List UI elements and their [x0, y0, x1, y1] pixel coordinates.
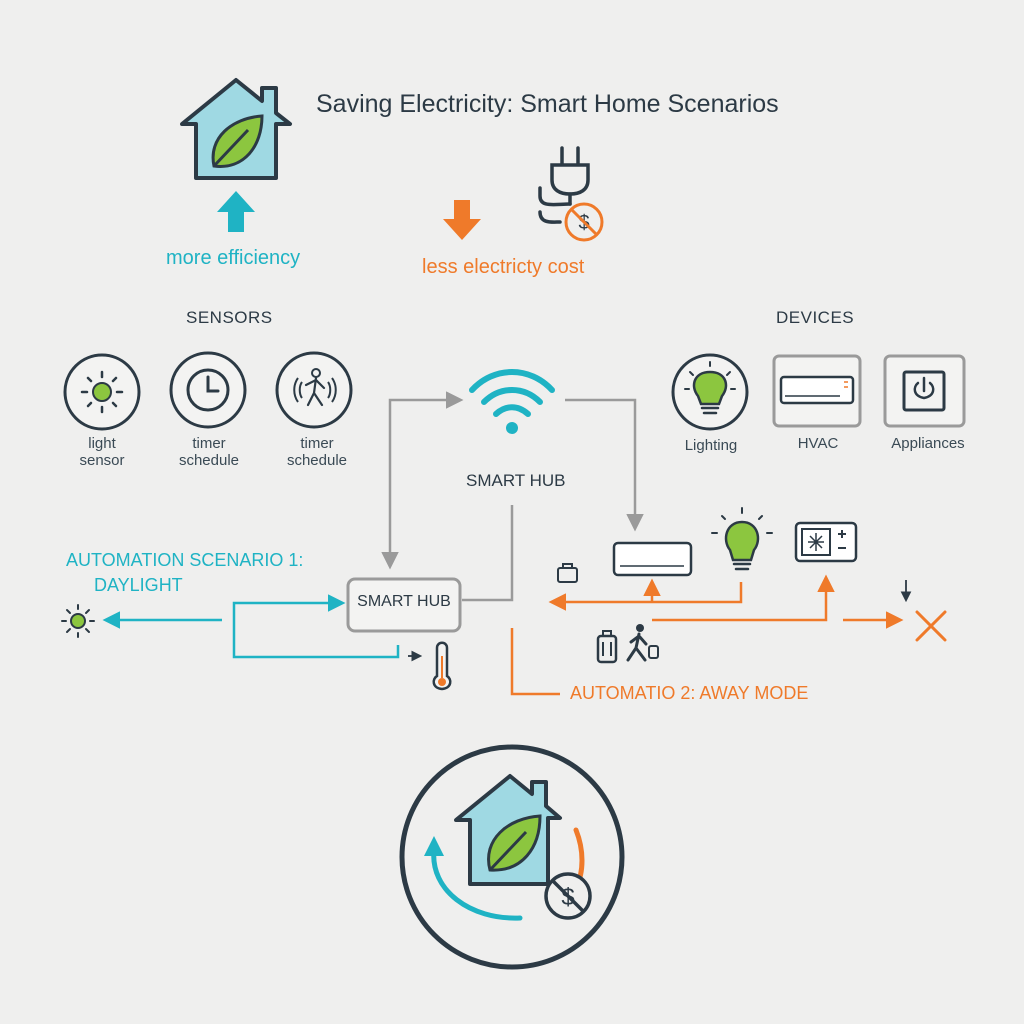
sensor-label-light: light sensor: [79, 435, 125, 469]
clock-icon: [169, 351, 247, 429]
device-label-lighting: Lighting: [684, 437, 738, 454]
motion-person-icon: [275, 351, 353, 429]
summary-badge: $: [399, 744, 625, 970]
sensor-label-timer: timer schedule: [178, 435, 240, 469]
briefcase-icon: [557, 563, 578, 583]
luggage-icon: [596, 630, 618, 664]
off-x-icon: [915, 610, 947, 642]
smart-hub-box-label: SMART HUB: [357, 593, 451, 610]
light-sensor-icon: [63, 353, 141, 431]
scenario2-bulb-icon: [711, 507, 773, 571]
scenario2-arrow-to-left: [548, 582, 743, 611]
devices-header: DEVICES: [776, 308, 855, 327]
scenario2-bracket: [510, 628, 560, 696]
scenario1-sun-icon: [61, 604, 95, 638]
bulb-icon: [671, 353, 749, 431]
plug-icon: [538, 146, 590, 224]
no-dollar-icon: $: [564, 202, 604, 242]
device-label-hvac: HVAC: [797, 435, 839, 452]
down-arrow-icon: [443, 200, 481, 240]
sensor-label-motion: timer schedule: [286, 435, 348, 469]
thermometer-icon: [432, 641, 452, 691]
scenario2-label: AUTOMATIO 2: AWAY MODE: [570, 683, 809, 703]
device-label-appliances: Appliances: [891, 435, 965, 452]
up-arrow-icon: [217, 191, 255, 232]
wifi-icon: [469, 369, 555, 434]
hub-connector-right: [565, 398, 644, 532]
smart-hub-box: [346, 577, 462, 633]
house-leaf-icon: [180, 78, 292, 180]
scenario2-appliance-icon: [794, 521, 858, 563]
sensors-header: SENSORS: [186, 308, 273, 327]
smart-hub-top-label: SMART HUB: [466, 471, 566, 490]
hub-connector-down: [462, 505, 514, 602]
scenario1-loop-arrow: [232, 594, 400, 659]
scenario2-ac-icon: [612, 541, 693, 577]
more-efficiency-label: more efficiency: [166, 247, 301, 269]
scenario1-label: AUTOMATION SCENARIO 1: DAYLIGHT: [66, 548, 303, 598]
scenario1-line2: DAYLIGHT: [94, 575, 183, 595]
hub-connector-left: [381, 391, 464, 570]
air-conditioner-icon: [772, 354, 862, 428]
scenario2-arrow-to-appliance: [652, 574, 835, 622]
walking-person-icon: [626, 624, 659, 662]
less-cost-label: less electricty cost: [422, 256, 585, 278]
scenario1-line1: AUTOMATION SCENARIO 1:: [66, 550, 304, 570]
page-title: Saving Electricity: Smart Home Scenarios: [316, 90, 779, 118]
power-icon: [883, 354, 966, 428]
